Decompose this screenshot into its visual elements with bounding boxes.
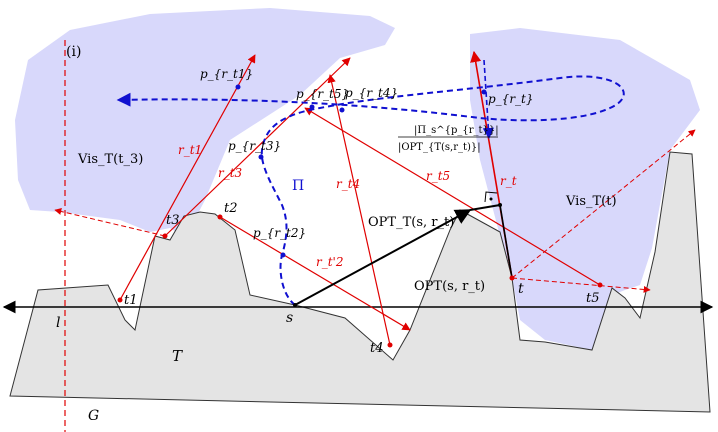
point-t4 [387,342,393,348]
ray-t5 [304,107,601,286]
ray-t2 [219,216,411,331]
point-t2 [217,214,223,220]
ray-t1 [119,54,256,301]
label-G: G [88,408,99,424]
label-p-t: p_{r_t} [488,92,534,106]
label-t2: t2 [224,201,238,216]
dashed-ray-t-b [511,277,651,293]
label-opt: OPT(s, r_t) [414,279,485,294]
label-pi: Π [292,178,304,194]
path-pi [116,75,625,306]
label-r-t4: r_t4 [336,177,360,191]
label-t: t [518,281,524,297]
label-p-t2: p_{r_t2} [253,226,306,240]
dashed-ray-t3 [54,208,166,237]
visibility-region-t3 [15,8,395,238]
point-opt-end [498,203,502,207]
point-s [293,303,297,307]
label-l: l [56,315,60,331]
label-terrain: T [172,347,183,365]
right-angle-line [499,204,513,279]
point-t [509,275,515,281]
label-t3: t3 [166,213,180,228]
label-t4: t4 [370,341,384,356]
label-t1: t1 [124,293,138,308]
label-s: s [286,310,293,326]
label-opt-t: OPT_T(s, r_t) [368,215,454,230]
point-p-t3 [258,154,264,160]
label-p-t4: p_{r_t4} [345,86,398,100]
label-r-t2: r_t'2 [316,255,344,269]
point-t3 [162,233,168,239]
label-r-t: r_t [500,174,517,188]
point-p-t2 [280,252,286,258]
point-t1 [117,297,123,303]
label-r-t1: r_t1 [178,143,202,157]
label-p-t1: p_{r_t1} [200,67,253,81]
point-p-t [481,89,487,95]
label-vis-t: Vis_T(t) [565,194,617,209]
label-ratio-den: |OPT_{T(s,r_t)}| [398,142,481,153]
label-r-t3: r_t3 [218,166,243,180]
label-i: (i) [66,44,81,60]
label-ratio-num: |Π_s^{p_{r_t}}| [414,125,499,136]
point-p-t4 [339,107,345,113]
label-p-t5: p_{r_t5} [296,87,349,101]
dashed-ray-t-a [511,129,696,279]
label-r-t5: r_t5 [426,169,450,183]
opt-segment [469,204,501,211]
point-t5 [597,282,603,288]
right-angle-mark [484,191,498,203]
path-segment-down [482,59,494,140]
label-vis-t3: Vis_T(t_3) [77,152,143,167]
point-p-t1 [235,84,241,90]
opt-t-arrow [294,209,472,306]
right-angle-dot [489,197,493,201]
visibility-region-t [470,28,700,350]
label-p-t3: p_{r_t3} [228,139,281,153]
label-t5: t5 [586,291,600,306]
ray-t4 [327,74,391,346]
point-p-t5 [309,104,315,110]
ray-t3 [164,57,351,237]
